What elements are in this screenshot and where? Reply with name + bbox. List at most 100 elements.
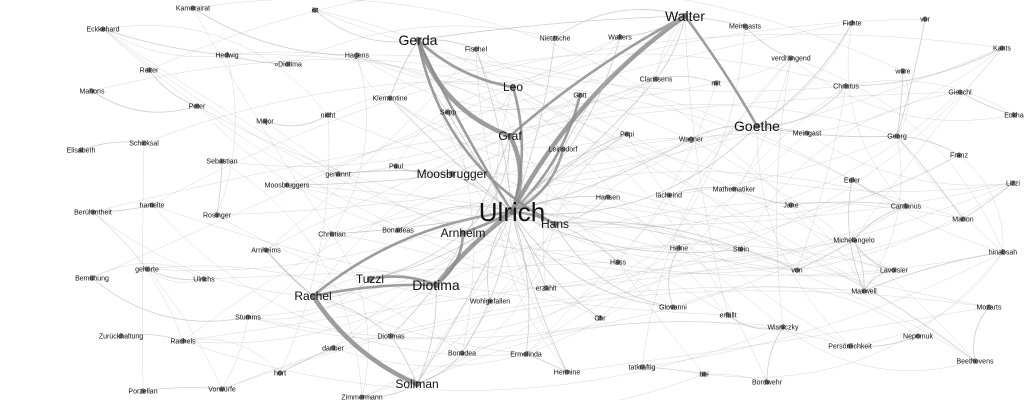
node-christian[interactable] [329,231,335,237]
node-fichte[interactable] [849,20,855,26]
node-sepp[interactable] [445,109,451,115]
node-bei[interactable] [701,371,707,377]
node-dariber[interactable] [330,345,336,351]
node-moosbrugger[interactable] [449,171,455,177]
node-graf[interactable] [507,133,513,139]
node-vor[interactable] [922,16,928,22]
node-genannt[interactable] [335,171,341,177]
node-meingasts[interactable] [742,23,748,29]
node-wagner[interactable] [688,136,694,142]
node-hermine[interactable] [564,369,570,375]
node-meingast[interactable] [804,130,810,136]
node-lavoisier[interactable] [891,267,897,273]
node-hamelte[interactable] [149,202,155,208]
node-arnheims[interactable] [263,247,269,253]
node-kamerairat[interactable] [190,5,196,11]
node-tatkraftig[interactable] [639,364,645,370]
node-elisabeth[interactable] [78,147,84,153]
node-hagens[interactable] [354,52,360,58]
node-manon[interactable] [960,216,966,222]
node-arnheim[interactable] [460,230,466,236]
node-kants[interactable] [999,45,1005,51]
node-diotimas[interactable] [388,333,394,339]
node-cardanus[interactable] [903,203,909,209]
node-walters[interactable] [617,34,623,40]
node-tuzzi[interactable] [367,276,373,282]
node-mit[interactable] [713,80,719,86]
node-mathematiker[interactable] [731,186,737,192]
node-paul[interactable] [393,163,399,169]
node-hort[interactable] [277,370,283,376]
node-gieschl[interactable] [957,89,963,95]
node-lizzi[interactable] [1010,180,1016,186]
node-gehorte[interactable] [144,266,150,272]
node-gott[interactable] [577,92,583,98]
node-mahons[interactable] [89,88,95,94]
node-erzahlt[interactable] [543,285,549,291]
node-hass[interactable] [615,259,621,265]
node-nicht[interactable] [325,112,331,118]
node-pepi[interactable] [624,131,630,137]
node-zimmermann[interactable] [359,394,365,400]
node-goethe[interactable] [754,123,760,129]
node-wohlgefallen[interactable] [487,298,493,304]
node-chr[interactable] [597,315,603,321]
node-leo[interactable] [510,84,516,90]
node-clarissens[interactable] [653,76,659,82]
node-rachels[interactable] [180,338,186,344]
node-bemuhung[interactable] [89,275,95,281]
node-walter[interactable] [682,13,688,19]
node-peter[interactable] [194,103,200,109]
node-von[interactable] [794,267,800,273]
node-beethovens[interactable] [972,358,978,364]
node-beruhmtheit[interactable] [90,209,96,215]
node-stein[interactable] [738,246,744,252]
node-ulrich[interactable] [509,209,515,215]
node-leinsdorf[interactable] [560,146,566,152]
node-eckha[interactable] [1011,112,1017,118]
node-hansen[interactable] [605,194,611,200]
node-major[interactable] [262,118,268,124]
node-verdrangend[interactable] [788,55,794,61]
node-hedwig[interactable] [224,52,230,58]
node-rosinger[interactable] [214,212,220,218]
node-erfullt[interactable] [725,312,731,318]
node-zuruckhaltung[interactable] [118,333,124,339]
node-stumms[interactable] [245,314,251,320]
node-reiter[interactable] [146,67,152,73]
node-heine[interactable] [676,245,682,251]
node-christus[interactable] [843,83,849,89]
node-personlichkeit[interactable] [847,343,853,349]
node-euler[interactable] [849,177,855,183]
node-diotima[interactable] [433,282,439,288]
node-vorwurfe[interactable] [219,386,225,392]
node-bonadeas[interactable] [395,227,401,233]
node-klementine[interactable] [387,95,393,101]
node-wisniczky[interactable] [780,324,786,330]
node-schicksal[interactable] [141,140,147,146]
node-bordwehr[interactable] [764,379,770,385]
node-hinabsah[interactable] [1000,249,1006,255]
node-ulrichs[interactable] [201,276,207,282]
node-moosbruggers[interactable] [284,182,290,188]
node-diotima2[interactable] [285,61,291,67]
node-nietzsche[interactable] [552,35,558,41]
node-lacheind[interactable] [666,192,672,198]
node-fischel[interactable] [473,46,479,52]
node-ermelinda[interactable] [523,351,529,357]
node-gerda[interactable] [415,37,421,43]
node-sebastian[interactable] [219,158,225,164]
node-ist[interactable] [312,7,318,13]
node-maxwell[interactable] [861,288,867,294]
node-ware[interactable] [900,68,906,74]
node-soliman[interactable] [414,381,420,387]
node-michelangelo[interactable] [851,237,857,243]
node-jane[interactable] [788,202,794,208]
node-georg[interactable] [894,133,900,139]
node-eckkehard[interactable] [100,26,106,32]
node-mozarts[interactable] [986,304,992,310]
node-giovanni[interactable] [670,304,676,310]
node-rachel[interactable] [310,293,316,299]
node-bonadea[interactable] [459,350,465,356]
node-porzellan[interactable] [140,388,146,394]
